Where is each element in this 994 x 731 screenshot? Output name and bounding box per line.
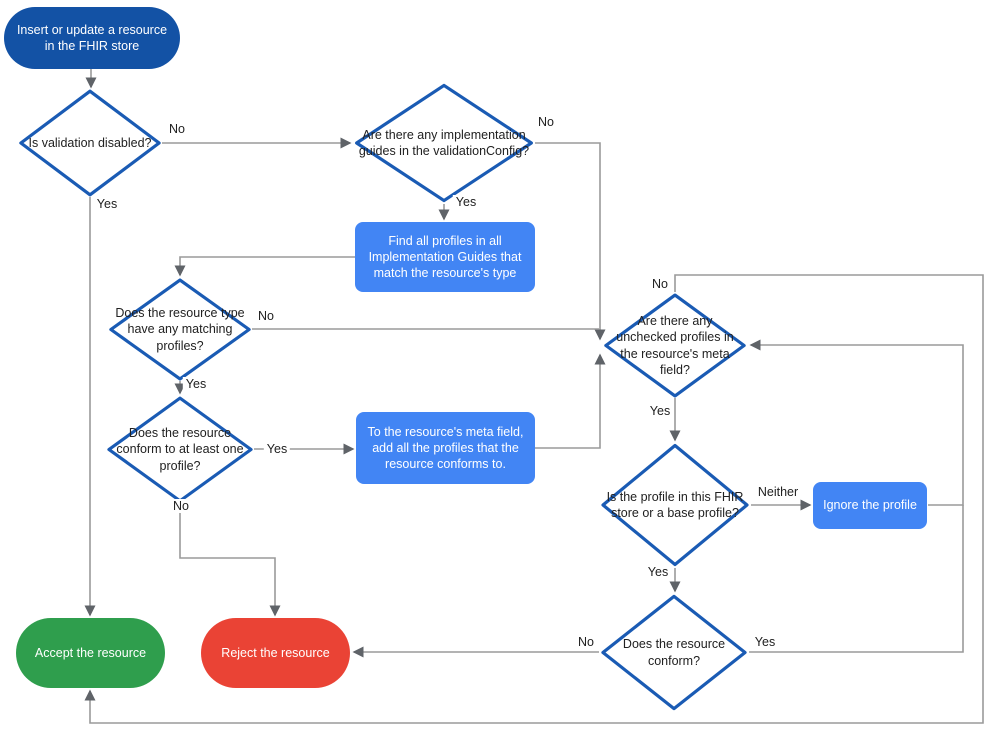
diamond-shape (108, 278, 252, 381)
edge-findprofiles-to-matching (174, 256, 355, 277)
diamond-shape (353, 83, 535, 203)
node-find-profiles-label: Find all profiles in all Implementation … (368, 233, 522, 281)
diamond-shape (600, 443, 750, 567)
diamond-shape (18, 89, 162, 197)
node-validation-disabled: Is validation disabled? (18, 89, 162, 197)
node-reject: Reject the resource (201, 618, 350, 688)
edge-label-guides-no: No (535, 115, 557, 129)
node-implementation-guides-label: Are there any implementation guides in t… (358, 127, 530, 158)
node-start-label: Insert or update a resource in the FHIR … (16, 22, 168, 53)
edge-label-conform-one-no: No (170, 499, 192, 513)
edge-label-validation-no: No (166, 122, 188, 136)
node-add-profiles: To the resource's meta field, add all th… (356, 412, 535, 484)
edge-label-guides-yes: Yes (452, 195, 480, 209)
edge-unchecked-no-loop-to-accept (84, 274, 984, 724)
edge-label-matching-yes: Yes (182, 377, 210, 391)
diamond-shape (603, 293, 747, 398)
node-start: Insert or update a resource in the FHIR … (4, 7, 180, 69)
node-add-profiles-label: To the resource's meta field, add all th… (367, 424, 524, 472)
edge-ignore-loop-to-unchecked (749, 339, 964, 506)
node-validation-disabled-label: Is validation disabled? (28, 135, 152, 150)
edge-conformone-no-to-reject (179, 503, 281, 617)
node-accept-label: Accept the resource (34, 645, 147, 660)
node-accept: Accept the resource (16, 618, 165, 688)
edge-label-resource-conform-no: No (575, 635, 597, 649)
node-unchecked-profiles-label: Are there any unchecked profiles in the … (616, 314, 734, 377)
edge-guides-no (535, 142, 606, 341)
node-profile-in-store: Is the profile in this FHIR store or a b… (600, 443, 750, 567)
node-matching-profiles: Does the resource type have any matching… (108, 278, 252, 381)
edge-label-unchecked-no: No (649, 277, 671, 291)
node-conform-one-profile: Does the resource conform to at least on… (106, 396, 254, 503)
edge-label-profile-neither: Neither (754, 485, 802, 499)
diamond-shape (600, 594, 748, 711)
edge-label-conform-one-yes: Yes (263, 442, 291, 456)
node-find-profiles: Find all profiles in all Implementation … (355, 222, 535, 292)
node-profile-in-store-label: Is the profile in this FHIR store or a b… (606, 489, 744, 520)
edge-label-profile-yes: Yes (644, 565, 672, 579)
node-implementation-guides: Are there any implementation guides in t… (353, 83, 535, 203)
node-unchecked-profiles: Are there any unchecked profiles in the … (603, 293, 747, 398)
node-resource-conform: Does the resource conform? (600, 594, 748, 711)
node-conform-one-profile-label: Does the resource conform to at least on… (116, 426, 244, 473)
node-matching-profiles-label: Does the resource type have any matching… (115, 306, 245, 353)
edge-label-unchecked-yes: Yes (646, 404, 674, 418)
edge-addprofiles-to-unchecked (535, 353, 606, 449)
edge-label-resource-conform-yes: Yes (751, 635, 779, 649)
edge-conform-yes-join (749, 505, 964, 653)
node-ignore-profile: Ignore the profile (813, 482, 927, 529)
node-ignore-profile-label: Ignore the profile (823, 498, 917, 513)
edge-label-matching-no: No (255, 309, 277, 323)
node-reject-label: Reject the resource (221, 645, 330, 660)
edge-label-validation-yes: Yes (93, 197, 121, 211)
node-resource-conform-label: Does the resource conform? (622, 637, 726, 668)
